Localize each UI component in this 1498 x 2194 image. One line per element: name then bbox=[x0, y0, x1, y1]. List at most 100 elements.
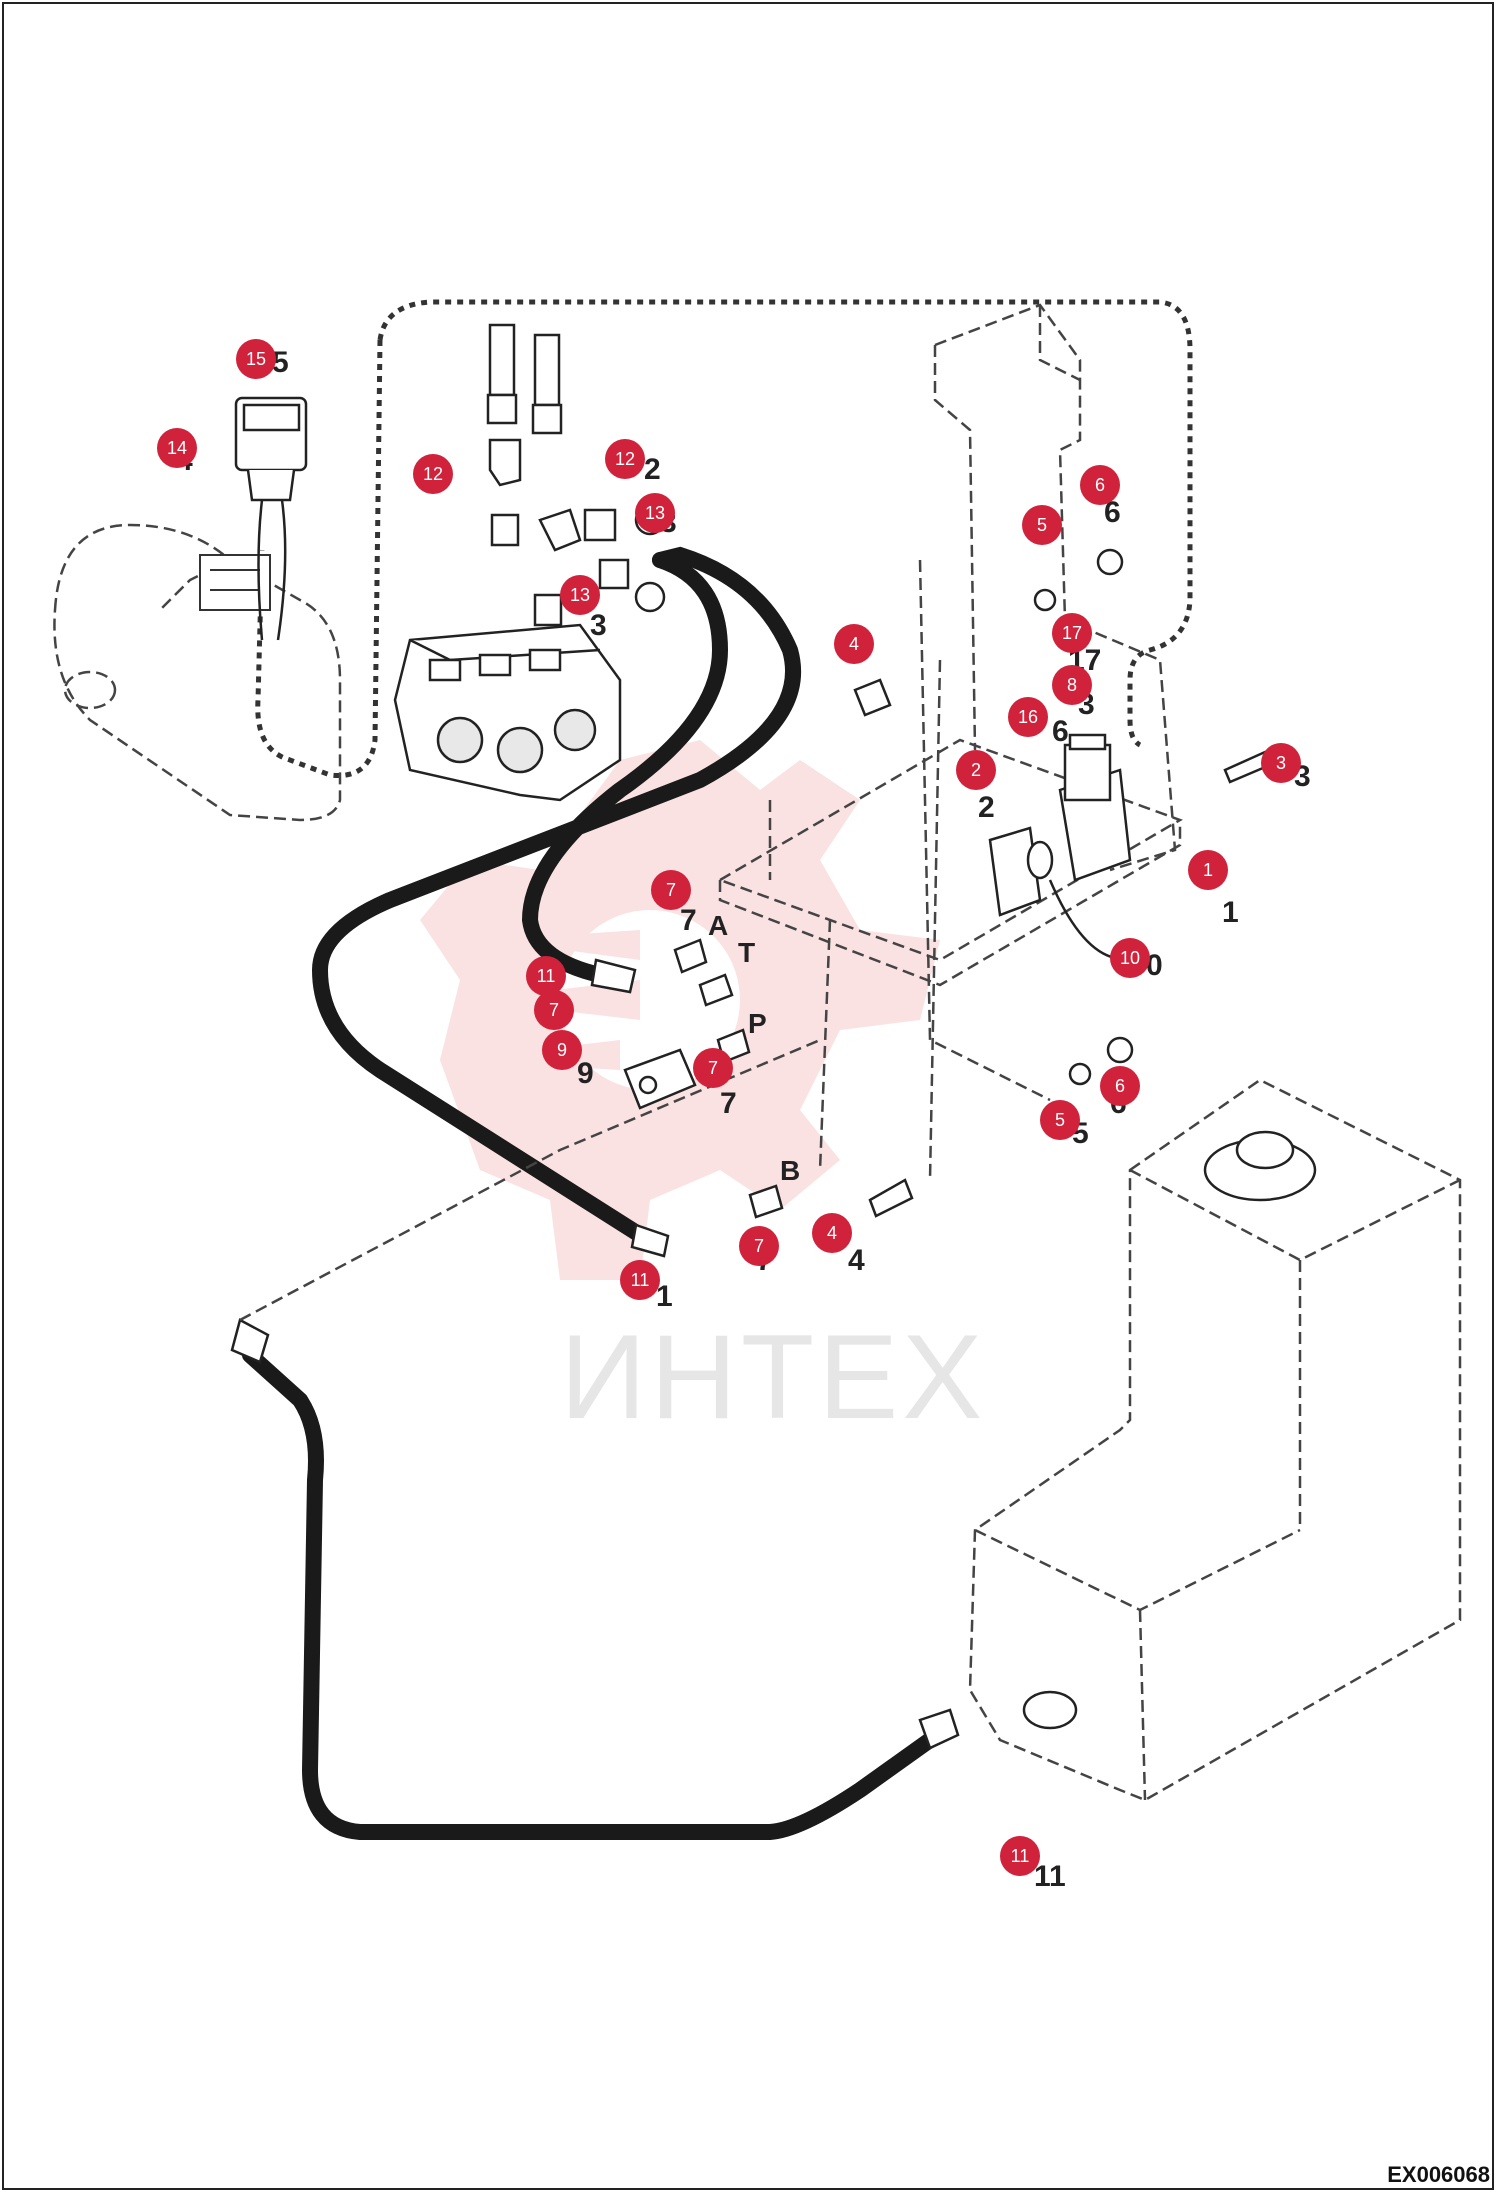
control-console bbox=[53, 523, 342, 822]
callout-badge[interactable]: 7 bbox=[693, 1048, 733, 1088]
callout-number: 15 bbox=[246, 349, 266, 369]
part-label: 2 bbox=[644, 453, 661, 486]
callout-number: 7 bbox=[549, 1000, 559, 1020]
part-label: 0 bbox=[1146, 949, 1163, 982]
callout-number: 13 bbox=[570, 585, 590, 605]
upper-fittings bbox=[486, 323, 666, 627]
callout-number: 4 bbox=[827, 1223, 837, 1243]
callout-badge[interactable]: 9 bbox=[542, 1030, 582, 1070]
upright-column bbox=[933, 303, 1177, 872]
callout-badge[interactable]: 2 bbox=[956, 750, 996, 790]
part-label: 6 bbox=[1052, 715, 1069, 748]
callout-circle bbox=[542, 1030, 582, 1070]
callout-circle bbox=[1110, 938, 1150, 978]
hose-ends bbox=[230, 958, 960, 1750]
callout-number: 7 bbox=[708, 1058, 718, 1078]
part-label: 3 bbox=[590, 609, 607, 642]
callout-badge[interactable]: 12 bbox=[605, 439, 645, 479]
callout-number: 6 bbox=[1115, 1076, 1125, 1096]
callout-badge[interactable]: 13 bbox=[560, 575, 600, 615]
bolts bbox=[853, 548, 1272, 1218]
callout-badge[interactable]: 1 bbox=[1188, 850, 1228, 890]
port-fittings bbox=[673, 938, 784, 1219]
callout-badge[interactable]: 5 bbox=[1040, 1100, 1080, 1140]
hydraulic-tank bbox=[968, 1078, 1462, 1802]
callout-circle bbox=[1022, 505, 1062, 545]
callout-number: 1 bbox=[1203, 860, 1213, 880]
small-valve bbox=[623, 1048, 697, 1110]
rocker-switch bbox=[234, 396, 308, 641]
callout-circle bbox=[1052, 665, 1092, 705]
callout-badge[interactable]: 11 bbox=[526, 956, 566, 996]
mount-frame bbox=[239, 559, 1183, 1322]
callout-circle bbox=[1008, 697, 1048, 737]
callout-number: 7 bbox=[666, 880, 676, 900]
callout-badge[interactable]: 11 bbox=[620, 1260, 660, 1300]
callout-circle bbox=[534, 990, 574, 1030]
callout-badge[interactable]: 8 bbox=[1052, 665, 1092, 705]
watermark: ИНТЕХ bbox=[420, 740, 986, 1444]
pump-assembly bbox=[988, 733, 1132, 960]
port-label: A bbox=[708, 910, 728, 941]
callout-badge[interactable]: 7 bbox=[651, 870, 691, 910]
callout-badge[interactable]: 14 bbox=[157, 428, 197, 468]
callout-badge[interactable]: 6 bbox=[1100, 1066, 1140, 1106]
callout-circle bbox=[620, 1260, 660, 1300]
part-label: 4 bbox=[848, 1244, 865, 1277]
hoses bbox=[242, 546, 938, 1840]
gear-watermark-icon bbox=[420, 740, 940, 1280]
part-label: 1 bbox=[656, 1280, 673, 1313]
hose-tank bbox=[242, 1347, 938, 1840]
callout-number: 14 bbox=[167, 438, 187, 458]
callout-badge[interactable]: 15 bbox=[236, 339, 276, 379]
callout-circle bbox=[1052, 613, 1092, 653]
callout-number: 6 bbox=[1095, 475, 1105, 495]
port-label: P bbox=[748, 1008, 767, 1039]
callout-number: 11 bbox=[631, 1270, 650, 1290]
callout-number: 9 bbox=[557, 1040, 567, 1060]
callout-number: 13 bbox=[645, 503, 665, 523]
callout-circle bbox=[1261, 743, 1301, 783]
callout-circle bbox=[413, 454, 453, 494]
callout-number: 8 bbox=[1067, 675, 1077, 695]
port-label: T bbox=[738, 937, 755, 968]
callout-badge[interactable]: 11 bbox=[1000, 1836, 1040, 1876]
callout-circle bbox=[956, 750, 996, 790]
callout-badge[interactable]: 16 bbox=[1008, 697, 1048, 737]
callout-number: 5 bbox=[1037, 515, 1047, 535]
callout-circle bbox=[526, 956, 566, 996]
callout-badge[interactable]: 3 bbox=[1261, 743, 1301, 783]
callout-circle bbox=[739, 1226, 779, 1266]
callout-number: 12 bbox=[615, 449, 635, 469]
callout-badge[interactable]: 7 bbox=[739, 1226, 779, 1266]
callout-badge[interactable]: 10 bbox=[1110, 938, 1150, 978]
part-label: 7 bbox=[680, 904, 697, 937]
callout-badge[interactable]: 4 bbox=[834, 624, 874, 664]
callout-badge[interactable]: 17 bbox=[1052, 613, 1092, 653]
callout-number: 7 bbox=[754, 1236, 764, 1256]
callout-badge[interactable]: 12 bbox=[413, 454, 453, 494]
callout-circle bbox=[1080, 465, 1120, 505]
callout-badge[interactable]: 6 bbox=[1080, 465, 1120, 505]
callout-circle bbox=[1000, 1836, 1040, 1876]
callout-number: 5 bbox=[1055, 1110, 1065, 1130]
wiring-harness bbox=[255, 299, 1193, 779]
callout-circle bbox=[236, 339, 276, 379]
callout-circle bbox=[1040, 1100, 1080, 1140]
callout-number: 17 bbox=[1062, 623, 1082, 643]
callout-number: 12 bbox=[423, 464, 443, 484]
callout-badge[interactable]: 5 bbox=[1022, 505, 1062, 545]
callout-circle bbox=[1100, 1066, 1140, 1106]
callout-circle bbox=[834, 624, 874, 664]
callout-circle bbox=[605, 439, 645, 479]
watermark-text: ИНТЕХ bbox=[560, 1310, 986, 1444]
callout-badge[interactable]: 13 bbox=[635, 493, 675, 533]
callout-badge[interactable]: 7 bbox=[534, 990, 574, 1030]
drawing-id: EX006068 bbox=[1387, 2162, 1490, 2187]
control-valve bbox=[393, 623, 622, 802]
callout-badge[interactable]: 4 bbox=[812, 1213, 852, 1253]
hose-b bbox=[311, 546, 802, 1243]
